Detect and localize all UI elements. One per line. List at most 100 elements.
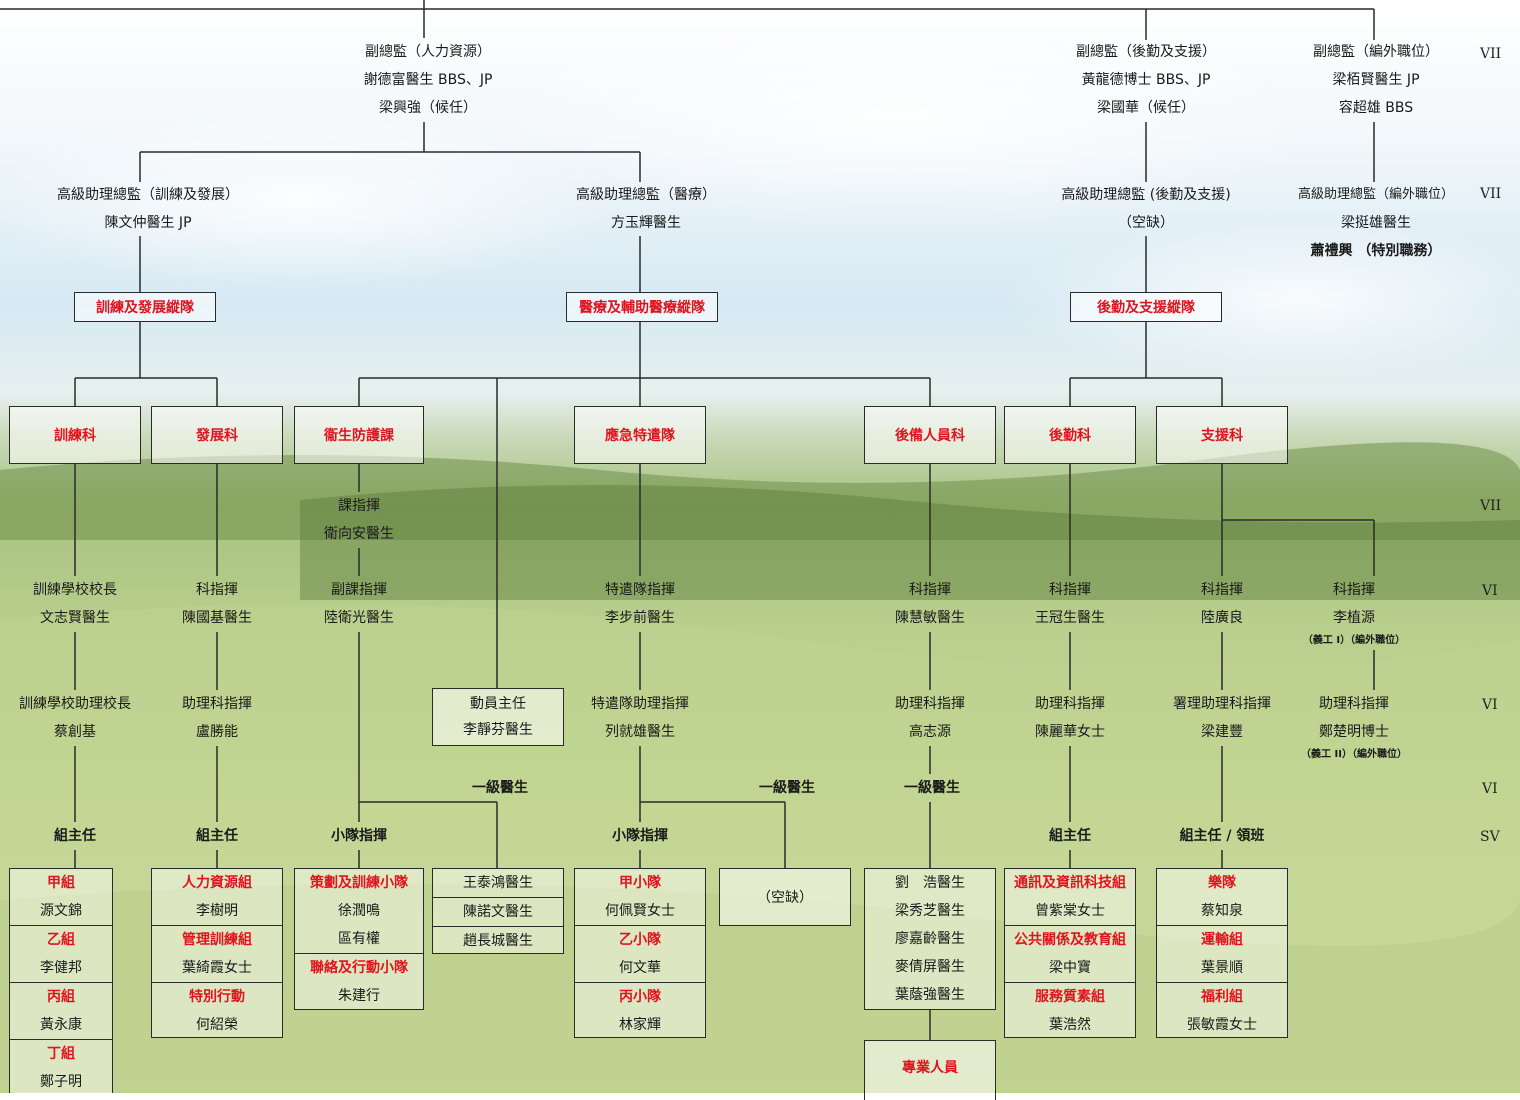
professional-staff-label: 專業人員 [902, 1060, 958, 1076]
medical-officer-name: 葉蔭強醫生 [895, 987, 965, 1003]
grade-label: SV [1480, 829, 1500, 845]
support-acting-asst-commander: 署理助理科指揮 梁建豐 [1173, 690, 1271, 746]
section-logistics: 後勤科 [1004, 406, 1136, 464]
section-support: 支援科 [1156, 406, 1288, 464]
position-title: 助理科指揮 [182, 696, 252, 712]
medical-officer-name: 陳諾文醫生 [433, 898, 563, 927]
squad-name: 乙小隊 [619, 932, 661, 948]
emergency-medical-officer: （空缺） [719, 868, 851, 926]
medical-officer-label: 一級醫生 [904, 780, 960, 796]
squad-leader: 林家輝 [619, 1017, 661, 1033]
person-name: 梁國華（候任） [1097, 100, 1195, 116]
person-name: 容超雄 BBS [1338, 100, 1414, 116]
asst-director-extra: 高級助理總監（編外職位） 梁挺雄醫生 蕭禮興 （特別職務） [1298, 181, 1454, 265]
person-name: （空缺） [1118, 215, 1174, 231]
position-title: 科指揮 [1332, 582, 1375, 598]
position-title: 副總監（編外職位） [1313, 44, 1439, 60]
person-name: 謝德富醫生 BBS、JP [363, 72, 493, 88]
position-title: 副總監（後勤及支援） [1076, 44, 1216, 60]
position-title: 副總監（人力資源） [365, 44, 491, 60]
position-title: 助理科指揮 [1319, 696, 1389, 712]
position-title: 課指揮 [338, 498, 380, 514]
person-name: 王冠生醫生 [1035, 610, 1105, 626]
person-name: 高志源 [909, 724, 951, 740]
person-name: 梁建豐 [1201, 724, 1243, 740]
group-name: 丁組 [47, 1046, 75, 1062]
grade-label: VI [1482, 697, 1498, 713]
medical-officer-name: 麥倩屏醫生 [895, 959, 965, 975]
medical-officer-name: 劉 浩醫生 [895, 875, 965, 891]
section-hygiene-protection: 衞生防護課 [294, 406, 424, 464]
squad-leader: 區有權 [295, 925, 423, 954]
support-commander: 科指揮 陸廣良 [1201, 576, 1243, 632]
position-title: 動員主任 [470, 696, 526, 712]
person-name: 文志賢醫生 [40, 610, 110, 626]
person-name: 陸廣良 [1201, 610, 1243, 626]
group-leader: 葉浩然 [1049, 1017, 1091, 1033]
training-groups-table: 甲組 源文錦 乙組 李健邦 丙組 黃永康 丁組 鄭子明 [9, 868, 113, 1093]
professional-staff-box: 專業人員 [864, 1040, 996, 1100]
position-title: 特遣隊指揮 [605, 582, 675, 598]
wing-logistics-support: 後勤及支援縱隊 [1070, 292, 1222, 322]
deputy-director-logistics: 副總監（後勤及支援） 黃龍德博士 BBS、JP 梁國華（候任） [1076, 38, 1216, 122]
group-leader: 源文錦 [10, 897, 112, 926]
section-development: 發展科 [151, 406, 283, 464]
group-head-label: 組主任 [1049, 828, 1091, 844]
section-training: 訓練科 [9, 406, 141, 464]
grade-label: VII [1480, 498, 1502, 514]
person-name: 陳文仲醫生 JP [104, 215, 192, 231]
group-name: 管理訓練組 [182, 932, 252, 948]
squad-leader: 徐潤鳴 [338, 903, 380, 919]
grade-label: VII [1480, 186, 1502, 202]
position-title: 署理助理科指揮 [1173, 696, 1271, 712]
wing-label: 訓練及發展縱隊 [96, 300, 194, 316]
position-title: 助理科指揮 [895, 696, 965, 712]
medical-officer-name: 梁秀芝醫生 [895, 903, 965, 919]
medical-officer-name: 王泰鴻醫生 [433, 869, 563, 898]
emergency-squads-table: 甲小隊 何佩賢女士 乙小隊 何文華 丙小隊 林家輝 [574, 868, 706, 1038]
position-note: （義工 II）（編外職位） [1301, 749, 1407, 760]
logistics-groups-table: 通訊及資訊科技組 曾紫棠女士 公共關係及教育組 梁中寶 服務質素組 葉浩然 [1004, 868, 1136, 1038]
deputy-director-extra: 副總監（編外職位） 梁栢賢醫生 JP 容超雄 BBS [1313, 38, 1439, 122]
grade-label: VII [1480, 46, 1502, 62]
grade-label: VI [1482, 781, 1498, 797]
position-title: 科指揮 [1201, 582, 1243, 598]
person-name: 列就雄醫生 [605, 724, 675, 740]
hygiene-commander: 課指揮 衛向安醫生 [324, 492, 394, 548]
medical-officer-label: 一級醫生 [472, 780, 528, 796]
person-name: 梁興強（候任） [379, 100, 477, 116]
position-title: 訓練學校校長 [33, 582, 117, 598]
grade-label: VI [1482, 583, 1498, 599]
group-leader: 黃永康 [10, 1011, 112, 1040]
position-title: 訓練學校助理校長 [19, 696, 131, 712]
training-school-principal: 訓練學校校長 文志賢醫生 [33, 576, 117, 632]
group-leader: 葉景順 [1157, 954, 1287, 983]
section-label: 應急特遣隊 [605, 428, 675, 444]
wing-medical: 醫療及輔助醫療縱隊 [566, 292, 718, 322]
group-name: 運輸組 [1201, 932, 1243, 948]
group-leader: 梁中寶 [1005, 954, 1135, 983]
position-title: 高級助理總監（編外職位） [1297, 187, 1455, 202]
section-reserve: 後備人員科 [864, 406, 996, 464]
group-name: 人力資源組 [182, 875, 252, 891]
group-leader: 葉綺霞女士 [152, 954, 282, 983]
medical-officer-name: 趙長城醫生 [463, 933, 533, 949]
group-name: 甲組 [47, 875, 75, 891]
support-groups-table: 樂隊 蔡知泉 運輸組 葉景順 福利組 張敏霞女士 [1156, 868, 1288, 1038]
logistics-commander: 科指揮 王冠生醫生 [1035, 576, 1105, 632]
logistics-asst-commander: 助理科指揮 陳麗華女士 [1035, 690, 1105, 746]
position-title: 特遣隊助理指揮 [591, 696, 689, 712]
group-name: 通訊及資訊科技組 [1014, 875, 1126, 891]
person-name: 梁挺雄醫生 [1340, 215, 1411, 231]
asst-director-training: 高級助理總監（訓練及發展） 陳文仲醫生 JP [57, 181, 239, 237]
position-title: 科指揮 [1049, 582, 1091, 598]
support-extra-commander: 科指揮 李植源 （義工 I）（編外職位） [1303, 576, 1405, 650]
section-label: 發展科 [196, 428, 238, 444]
person-name: 方玉輝醫生 [611, 215, 681, 231]
squad-commander-label: 小隊指揮 [331, 828, 387, 844]
person-name: 李步前醫生 [605, 610, 675, 626]
group-head-label: 組主任 [196, 828, 238, 844]
person-name: 陳慧敏醫生 [895, 610, 965, 626]
position-title: 科指揮 [909, 582, 951, 598]
squad-commander-label: 小隊指揮 [612, 828, 668, 844]
